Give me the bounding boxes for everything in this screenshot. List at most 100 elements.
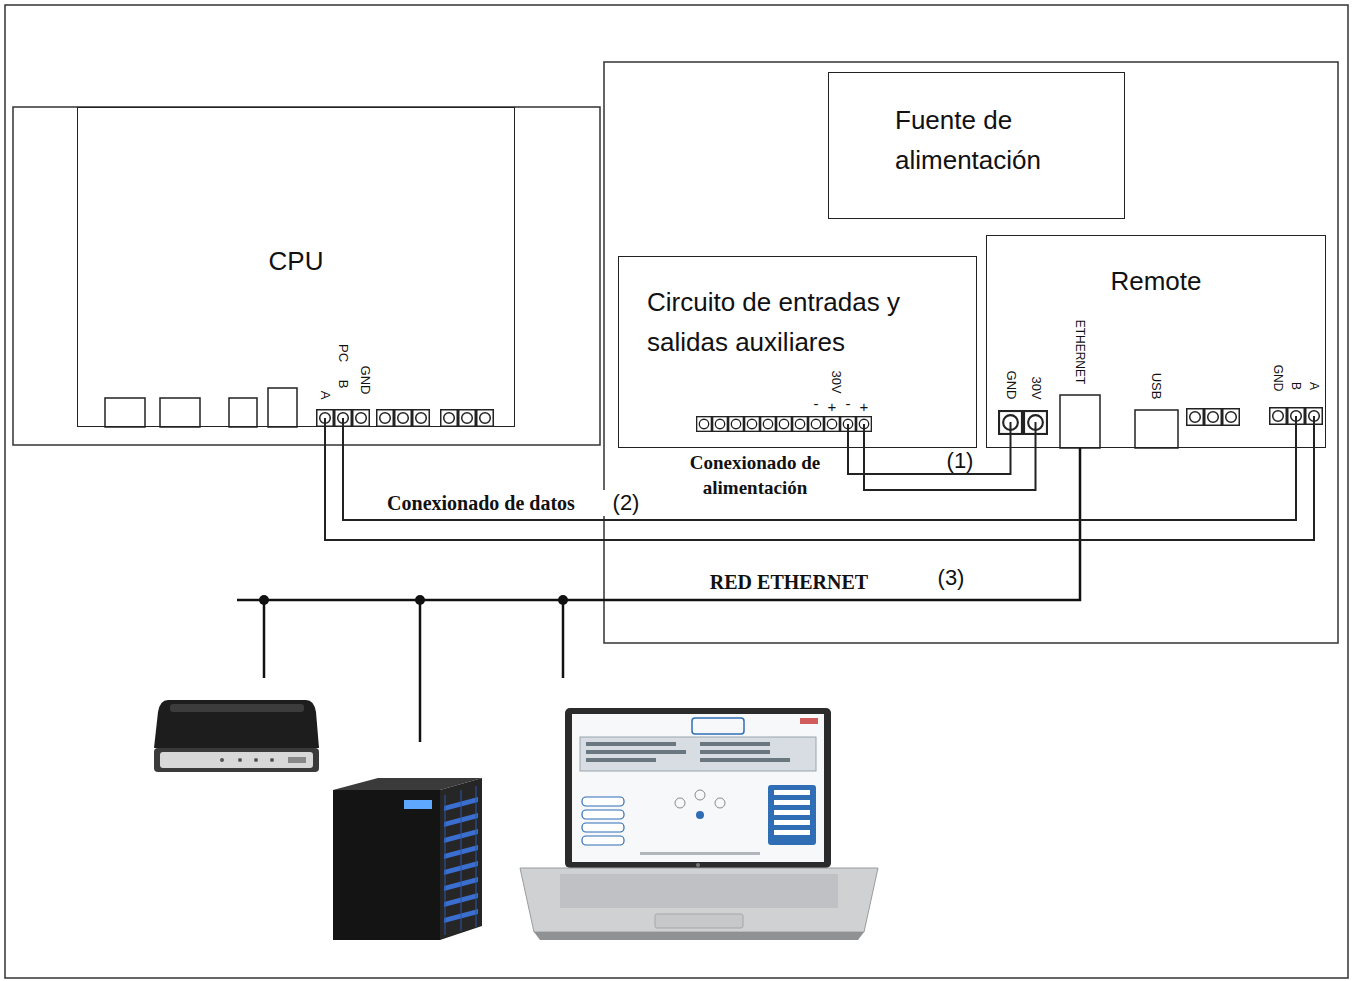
server-grid <box>476 786 477 927</box>
polarity-sign: - <box>813 396 820 411</box>
enclosure <box>604 62 1338 643</box>
callout-number: (2) <box>612 492 641 514</box>
polarity-sign: - <box>845 396 852 411</box>
polarity-sign: + <box>827 399 838 414</box>
callout-number: (1) <box>946 450 975 472</box>
terminal <box>335 410 352 427</box>
laptop-base <box>520 868 878 932</box>
wire-stub <box>1313 416 1315 448</box>
terminal <box>729 417 744 432</box>
laptop-logo <box>696 863 700 867</box>
pin-label: GND <box>359 365 372 396</box>
screen-line <box>774 800 810 805</box>
cpu-port <box>160 398 200 427</box>
power-wire <box>864 448 1036 490</box>
screen-sidebar <box>768 785 816 845</box>
remote-board: Remote <box>986 235 1326 448</box>
screen-button <box>582 836 624 845</box>
pin-label: A <box>1308 381 1320 391</box>
cpu-board: CPU <box>77 107 515 427</box>
terminal <box>1223 409 1240 426</box>
terminal <box>745 417 760 432</box>
outer-frame <box>5 5 1348 978</box>
power-wire <box>848 448 1011 474</box>
junction-dot <box>558 595 568 605</box>
voltage-label: 30V <box>1030 375 1043 400</box>
screen-footer <box>640 852 760 855</box>
screen-icon <box>675 798 685 808</box>
router-led <box>270 758 274 762</box>
terminal <box>395 410 412 427</box>
laptop-keyboard <box>560 874 838 908</box>
terminal <box>441 410 458 427</box>
data-wire <box>325 427 1314 540</box>
screen-button <box>582 810 624 819</box>
router-top <box>154 700 319 748</box>
node-title: Circuito de entradas y salidas auxiliare… <box>647 282 966 362</box>
terminal <box>317 410 334 427</box>
terminal <box>809 417 824 432</box>
laptop-touchpad <box>655 914 743 928</box>
wire-stub <box>342 418 344 427</box>
connector-label: Conexionado de datos <box>351 490 611 516</box>
screen-icon <box>695 790 705 800</box>
screen-line <box>700 750 770 754</box>
screen-icon <box>715 798 725 808</box>
server-illustration <box>333 778 482 940</box>
ethernet-cable <box>237 448 1080 600</box>
voltage-label: 30V <box>830 369 843 394</box>
server-grid <box>461 790 462 931</box>
pin-label: B <box>337 379 350 390</box>
server-side <box>440 778 482 940</box>
router-led <box>254 758 258 762</box>
junction-dot <box>415 595 425 605</box>
port-label: PC <box>337 343 350 363</box>
server-display <box>404 800 432 809</box>
node-title: Fuente de alimentación <box>895 100 1114 180</box>
screen-button <box>582 823 624 832</box>
screen-line <box>774 810 810 815</box>
screen-line <box>774 820 810 825</box>
terminal <box>477 410 494 427</box>
screen-panel <box>580 737 816 771</box>
cpu-housing <box>13 107 600 445</box>
terminal <box>761 417 776 432</box>
screen-line <box>586 750 686 754</box>
terminal <box>777 417 792 432</box>
pin-label: A <box>319 390 332 401</box>
terminal <box>353 410 370 427</box>
pin-label: GND <box>1272 364 1284 393</box>
screen-line <box>586 758 656 762</box>
screen-icon <box>696 811 704 819</box>
router-led <box>220 758 224 762</box>
laptop-edge <box>534 932 864 940</box>
terminal <box>1205 409 1222 426</box>
connector-label: Conexionado de alimentación <box>670 451 840 500</box>
io-circuit-box: Circuito de entradas y salidas auxiliare… <box>618 256 977 448</box>
laptop-illustration <box>520 708 878 940</box>
network-drop <box>263 600 266 678</box>
router-panel <box>160 752 313 768</box>
network-label: RED ETHERNET <box>709 572 869 592</box>
server-front <box>333 790 440 940</box>
cpu-port <box>105 398 145 427</box>
screen-line <box>774 830 810 835</box>
connector-group <box>325 427 1314 540</box>
pin-label: GND <box>1005 370 1018 401</box>
router-illustration <box>154 700 319 772</box>
junction-dot <box>259 595 269 605</box>
power-supply-box: Fuente de alimentación <box>828 72 1125 219</box>
wire-stubs <box>325 416 1314 448</box>
wire-stub <box>863 424 865 448</box>
pin-label: B <box>1290 381 1302 391</box>
terminal <box>1187 409 1204 426</box>
wire-stub <box>1035 422 1037 448</box>
router-led <box>238 758 242 762</box>
wire-stub <box>324 418 326 427</box>
server-grid <box>445 795 446 935</box>
data-wire <box>343 427 1296 520</box>
screen-buttons <box>800 718 818 724</box>
node-title: CPU <box>78 241 514 281</box>
wire-stub <box>847 424 849 448</box>
